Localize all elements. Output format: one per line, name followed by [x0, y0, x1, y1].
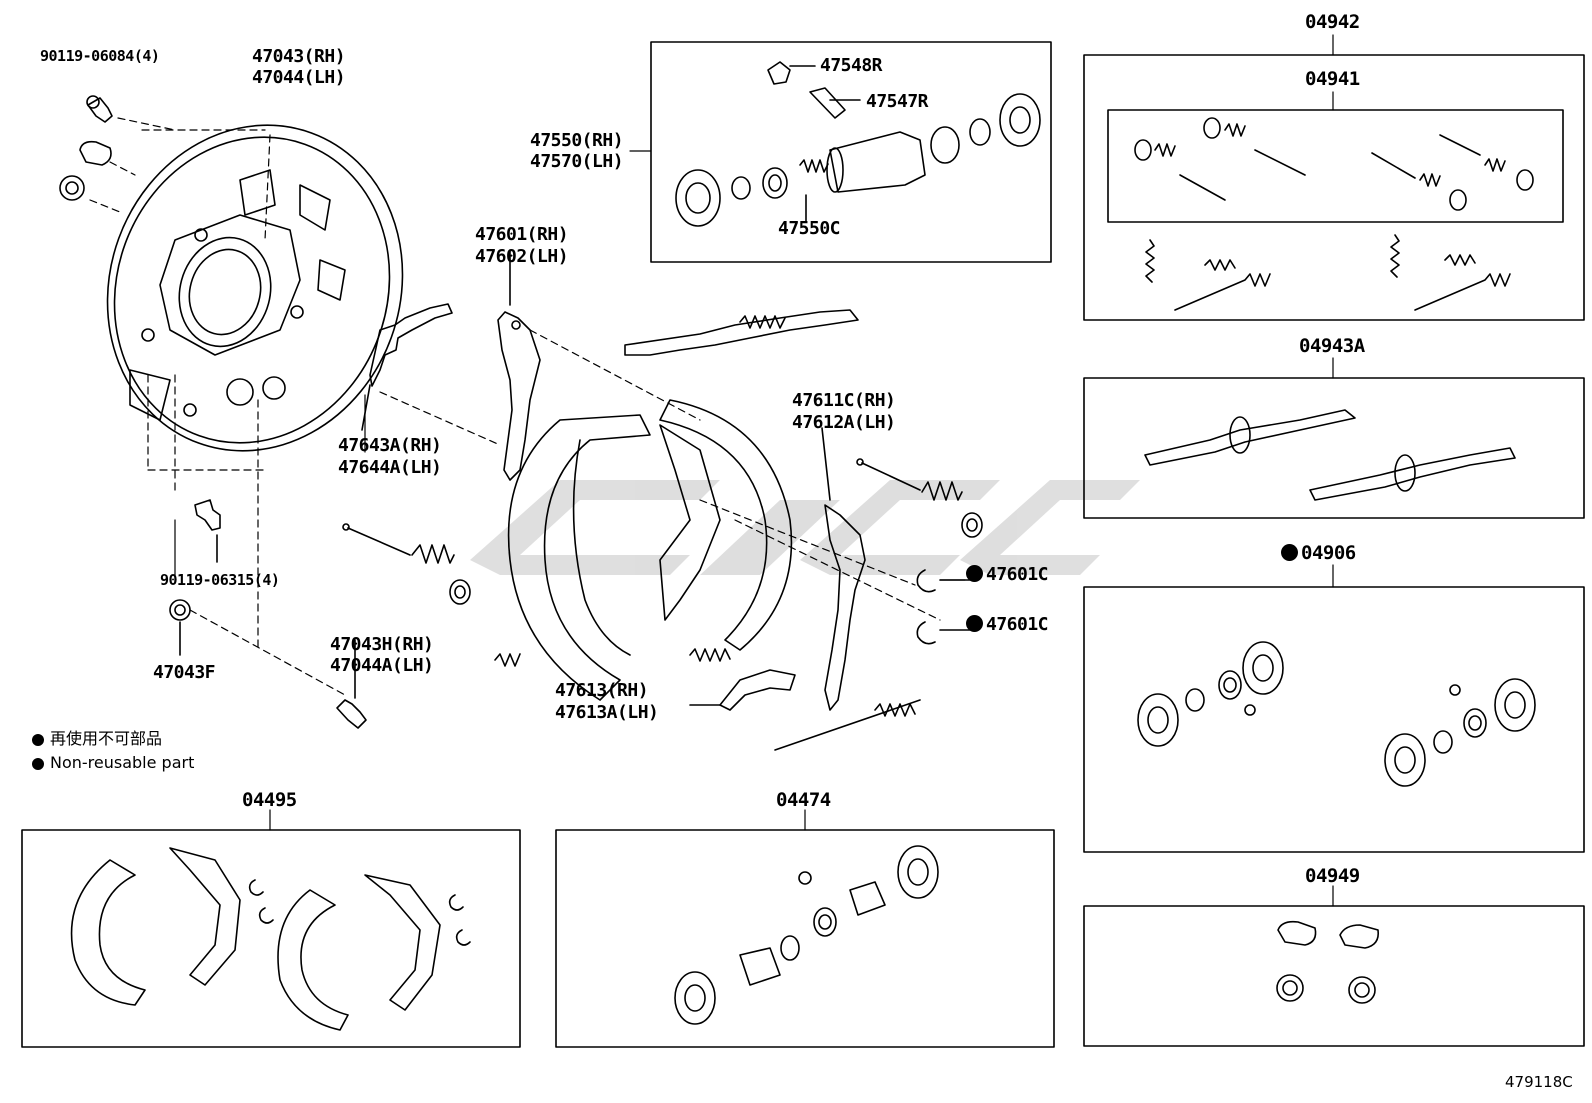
label-clip-b: 47601C	[966, 614, 1049, 635]
label-plug: 47043F	[153, 662, 216, 683]
label-kit-04495: 04495	[242, 789, 297, 811]
label-kit-04941: 04941	[1305, 68, 1360, 90]
legend-jp-text: 再使用不可部品	[50, 729, 163, 748]
box-04942	[1083, 54, 1585, 321]
box-04943a	[1083, 377, 1585, 519]
kit-04906-parts	[1137, 641, 1536, 787]
right-parts	[494, 427, 983, 751]
brake-shoes	[507, 399, 793, 701]
label-spring-rh: 47611C(RH)	[792, 390, 896, 411]
hold-down-set-left	[342, 523, 471, 605]
label-pin-rh: 47043H(RH)	[330, 634, 434, 655]
label-bolt-top: 90119-06084(4)	[40, 47, 160, 65]
box-04906	[1083, 586, 1585, 853]
box-04495	[21, 829, 521, 1048]
non-reusable-marker	[966, 615, 983, 632]
kit-04949-parts	[1276, 920, 1380, 1004]
label-clip-a: 47601C	[966, 564, 1049, 585]
non-reusable-marker	[1281, 544, 1298, 561]
kit-leaders	[269, 34, 1334, 907]
box-04474	[555, 829, 1055, 1048]
legend-en: Non-reusable part	[32, 752, 194, 773]
label-kit-04906: 04906	[1281, 543, 1356, 564]
label-bolt-bottom: 90119-06315(4)	[160, 571, 280, 589]
backing-plate-drawing	[106, 124, 404, 452]
parking-strut	[361, 303, 501, 446]
label-strut-lh: 47644A(LH)	[338, 457, 442, 478]
kit-04942-springs	[1145, 234, 1511, 311]
plate-fasteners	[59, 95, 113, 201]
label-leaders	[174, 394, 966, 584]
non-reusable-marker	[966, 565, 983, 582]
legend-en-text: Non-reusable part	[50, 753, 195, 772]
clip-a-text: 47601C	[986, 564, 1049, 585]
label-kit-04474: 04474	[776, 789, 831, 811]
label-pin-lh: 47044A(LH)	[330, 655, 434, 676]
box-04941	[1107, 109, 1564, 223]
label-plate-rh: 47043(RH)	[252, 46, 346, 67]
label-kit-04942: 04942	[1305, 11, 1360, 33]
box-wheel-cylinder	[650, 41, 1052, 263]
kit-boxes	[21, 41, 1585, 1048]
diagram-code: 479118C	[1505, 1073, 1573, 1091]
label-cyl-rh: 47550(RH)	[530, 130, 624, 151]
label-lever-rh: 47601(RH)	[475, 224, 569, 245]
label-adj-rh: 47613(RH)	[555, 680, 649, 701]
lower-fasteners	[169, 499, 367, 729]
label-adj-lh: 47613A(LH)	[555, 702, 659, 723]
kit-04941-parts	[1134, 117, 1534, 211]
label-cup-kit: 47550C	[778, 218, 841, 239]
label-lever-lh: 47602(LH)	[475, 246, 569, 267]
box-04949	[1083, 905, 1585, 1047]
kit-04906-text: 04906	[1301, 542, 1356, 564]
label-kit-04949: 04949	[1305, 865, 1360, 887]
label-spring-lh: 47612A(LH)	[792, 412, 896, 433]
legend-jp: 再使用不可部品	[32, 728, 162, 749]
label-bleeder: 47547R	[866, 91, 929, 112]
label-plate-lh: 47044(LH)	[252, 67, 346, 88]
label-strut-rh: 47643A(RH)	[338, 435, 442, 456]
kit-04943a-parts	[1144, 409, 1516, 501]
kit-04474-parts	[674, 845, 939, 1025]
wheel-cylinder-parts	[675, 61, 1041, 227]
watermark	[470, 480, 1140, 575]
dashed-guides-plate	[89, 117, 346, 696]
adjuster-screw	[529, 309, 859, 421]
clip-b-text: 47601C	[986, 614, 1049, 635]
kit-04495-parts	[70, 847, 471, 1031]
label-cyl-lh: 47570(LH)	[530, 151, 624, 172]
parking-lever	[497, 249, 541, 481]
legend-dot	[32, 733, 44, 746]
label-kit-04943a: 04943A	[1299, 335, 1365, 357]
label-cap: 47548R	[820, 55, 883, 76]
legend-dot	[32, 757, 44, 770]
